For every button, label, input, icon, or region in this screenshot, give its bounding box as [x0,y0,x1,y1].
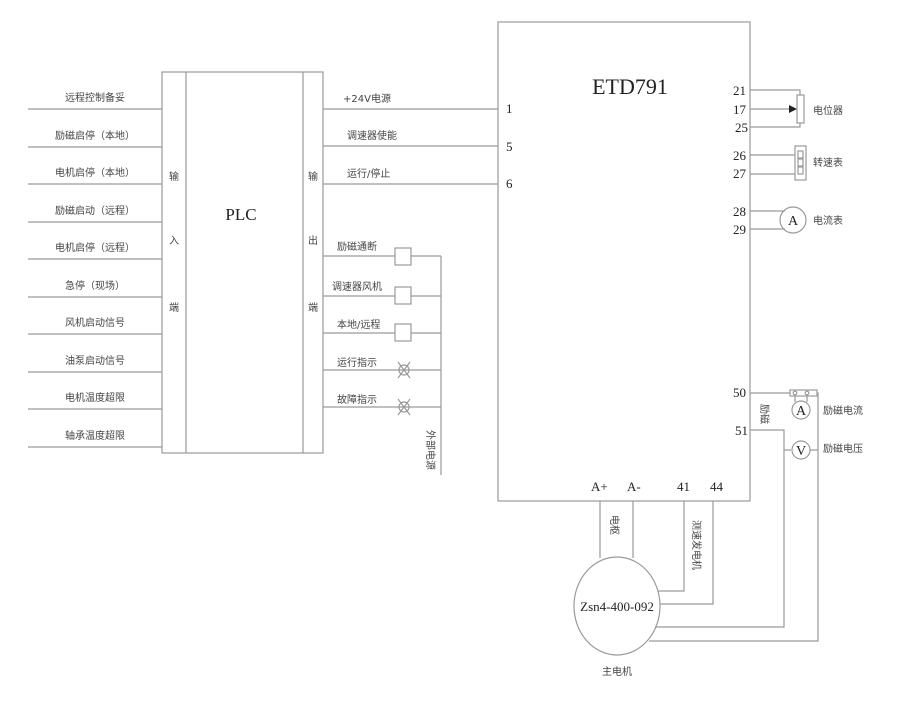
ammeter-symbol: A [788,214,799,229]
plc-outer-box [161,71,324,454]
drive-title: ETD791 [592,74,668,99]
plc-output-char-1: 输 [308,170,318,183]
ammeter-label: 电流表 [813,214,843,227]
tachometer-label: 转速表 [813,156,843,169]
plc-label: PLC [225,205,256,224]
motor-icon [573,556,661,656]
field-circuit: A 励磁电流 V 励磁电压 [649,389,863,642]
label-relay-3: 本地/远程 [337,318,380,331]
relay-coil-icon [394,286,412,305]
input-label: 轴承温度超限 [65,429,125,442]
ammeter-icon [779,206,807,234]
terminal-27: 27 [733,166,747,181]
tachometer: 转速表 [750,145,843,181]
plc-input-char-3: 端 [169,301,179,314]
plc-outputs-to-drive: +24V电源 1 调速器使能 5 运行/停止 6 [323,92,513,191]
relay-coil-icon [394,247,412,266]
terminal-17: 17 [733,102,747,117]
plc-input-char-2: 入 [169,236,179,247]
terminal-5: 5 [506,139,513,154]
terminal-6: 6 [506,176,513,191]
label-relay-1: 励磁通断 [337,240,377,253]
plc-output-char-2: 出 [308,234,318,247]
main-motor: 电枢 测速发电机 Zsn4-400-092 主电机 [573,501,714,678]
external-power-label: 外部电源 [424,430,437,470]
terminal-44: 44 [710,479,724,494]
label-24v: +24V电源 [343,92,391,105]
ammeter: A 电流表 [750,206,843,234]
field-ammeter-icon [791,400,811,420]
wiper-arrow-icon [789,105,797,113]
relay-coil-icon [394,323,412,342]
label-enable: 调速器使能 [347,129,397,142]
potentiometer-icon [796,94,805,124]
plc-local-outputs: 外部电源 励磁通断 调速器风机 本地/远程 运行指示 故障指示 [323,240,442,475]
tacho-generator-label: 测速发电机 [690,520,703,570]
plc-input-char-1: 输 [169,170,179,183]
terminal-41: 41 [677,479,690,494]
terminal-28: 28 [733,204,746,219]
label-relay-2: 调速器风机 [332,280,382,293]
terminal-29: 29 [733,222,746,237]
input-label: 励磁启停（本地） [55,129,135,142]
input-label: 电机启停（本地） [55,166,135,179]
input-label: 油泵启动信号 [65,354,125,367]
input-label: 急停（现场） [65,279,125,292]
plc-block: PLC 输 入 端 输 出 端 [161,71,324,454]
terminal-26: 26 [733,148,747,163]
label-run-stop: 运行/停止 [347,167,390,180]
field-label: 励磁 [758,404,771,424]
terminal-51: 51 [735,423,748,438]
terminal-a-plus: A+ [591,479,608,494]
tachometer-icon [794,145,807,181]
field-voltage-label: 励磁电压 [823,442,863,455]
input-label: 远程控制备妥 [65,91,125,104]
drive-outer-box [497,21,751,502]
label-lamp-1: 运行指示 [337,356,377,369]
terminal-1: 1 [506,101,513,116]
input-label: 电机温度超限 [65,391,125,404]
potentiometer-label: 电位器 [813,104,843,117]
drive-block: ETD791 21 17 25 26 27 28 29 50 51 励磁 A+ … [497,21,771,502]
indicator-lamp-icon [397,361,411,379]
field-voltmeter-icon [791,440,811,460]
motor-label: 主电机 [602,665,632,678]
input-label: 风机启动信号 [65,316,125,329]
field-voltmeter-symbol: V [796,444,806,459]
field-ammeter-symbol: A [796,404,807,419]
terminal-a-minus: A- [627,479,641,494]
input-label: 电机启停（远程） [55,241,135,254]
terminal-21: 21 [733,83,746,98]
input-label: 励磁启动（远程） [55,204,135,217]
field-current-label: 励磁电流 [823,404,863,417]
armature-label: 电枢 [608,515,621,535]
terminal-25: 25 [735,120,748,135]
label-lamp-2: 故障指示 [337,393,377,406]
potentiometer: 电位器 [750,89,843,128]
terminal-50: 50 [733,385,746,400]
indicator-lamp-icon [397,398,411,416]
plc-output-char-3: 端 [308,301,318,314]
motor-model: Zsn4-400-092 [580,599,654,614]
